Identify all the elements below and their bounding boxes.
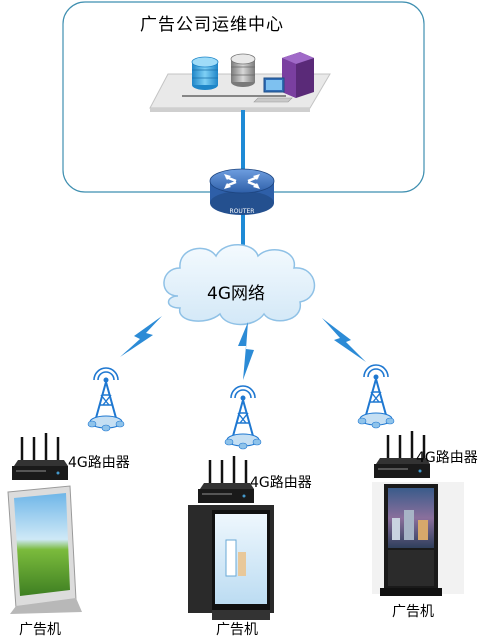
ad-device-label-middle: 广告机 bbox=[216, 622, 258, 638]
router-label-left: 4G路由器 bbox=[68, 455, 130, 471]
ad-kiosk-left-icon bbox=[7, 485, 82, 614]
cell-tower-middle-icon bbox=[224, 385, 262, 450]
4g-router-middle-icon bbox=[198, 456, 254, 503]
core-router-icon: ROUTER bbox=[209, 168, 275, 215]
4g-router-left-icon bbox=[12, 433, 68, 480]
ad-kiosk-middle-icon bbox=[188, 505, 274, 620]
4g-network-cloud bbox=[163, 244, 316, 326]
server-group-icon bbox=[149, 52, 331, 112]
router-label-right: 4G路由器 bbox=[416, 450, 478, 466]
wireless-link-right-icon bbox=[322, 318, 366, 362]
ad-device-label-left: 广告机 bbox=[19, 622, 61, 638]
wireless-link-middle-icon bbox=[238, 322, 254, 380]
operations-center-title: 广告公司运维中心 bbox=[140, 15, 284, 35]
ad-kiosk-right-icon bbox=[372, 482, 464, 596]
4g-network-label: 4G网络 bbox=[207, 284, 265, 304]
cell-tower-right-icon bbox=[357, 364, 395, 429]
cell-tower-left-icon bbox=[87, 367, 125, 432]
router-label-middle: 4G路由器 bbox=[250, 475, 312, 491]
ad-device-label-right: 广告机 bbox=[392, 604, 434, 620]
wireless-link-left-icon bbox=[120, 316, 162, 357]
router-badge: ROUTER bbox=[230, 208, 255, 215]
4g-router-right-icon bbox=[374, 431, 430, 478]
